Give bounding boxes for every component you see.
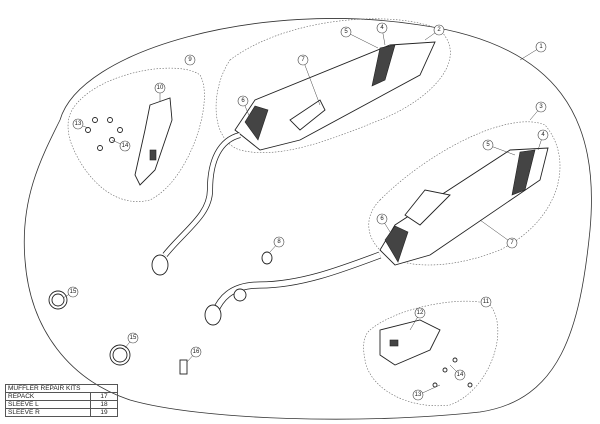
svg-text:12: 12	[417, 310, 424, 316]
callout-5: 5	[340, 26, 352, 38]
callout-13: 13	[72, 118, 84, 130]
callout-4: 4	[376, 22, 388, 34]
callout-7: 7	[297, 54, 309, 66]
right-muffler	[204, 147, 549, 326]
callout-13: 13	[412, 389, 424, 401]
svg-text:7: 7	[510, 240, 514, 246]
svg-text:15: 15	[130, 335, 137, 341]
spacer-8	[261, 251, 273, 265]
left-muffler	[151, 41, 436, 276]
heat-shield-left	[134, 97, 173, 186]
heat-shield-right	[379, 319, 441, 366]
svg-text:13: 13	[415, 392, 422, 398]
callout-15: 15	[67, 286, 79, 298]
callout-7: 7	[506, 237, 518, 249]
callout-14: 14	[119, 140, 131, 152]
svg-text:4: 4	[541, 132, 545, 138]
kit-number: 19	[90, 408, 118, 417]
svg-text:14: 14	[122, 143, 129, 149]
table-title: MUFFLER REPAIR KITS	[5, 384, 118, 393]
callout-12: 12	[414, 307, 426, 319]
callout-16: 16	[190, 346, 202, 358]
clamp-15-lower	[109, 344, 131, 366]
svg-text:9: 9	[188, 57, 192, 63]
kit-label: SLEEVE L	[5, 400, 91, 409]
callout-15: 15	[127, 332, 139, 344]
callout-6: 6	[237, 95, 249, 107]
clamp-15-upper	[48, 290, 68, 310]
table-header-row: MUFFLER REPAIR KITS	[5, 384, 118, 393]
callout-10: 10	[154, 82, 166, 94]
callout-5: 5	[482, 139, 494, 151]
svg-text:16: 16	[193, 349, 200, 355]
svg-text:3: 3	[539, 104, 543, 110]
svg-text:11: 11	[483, 299, 490, 305]
svg-text:13: 13	[75, 121, 82, 127]
callout-14: 14	[454, 369, 466, 381]
kit-number: 18	[90, 400, 118, 409]
svg-text:6: 6	[241, 98, 245, 104]
svg-text:4: 4	[380, 25, 384, 31]
callout-11: 11	[480, 296, 492, 308]
callout-6: 6	[376, 213, 388, 225]
callouts: 1 2 3 4 4 5 5 6 6 7 7 8 9 10 11 12 13 13…	[67, 22, 549, 401]
kit-label: SLEEVE R	[5, 408, 91, 417]
svg-text:5: 5	[344, 29, 348, 35]
group-heatshield-left-outline	[67, 67, 205, 202]
leader-lines	[62, 27, 544, 396]
callout-9: 9	[184, 54, 196, 66]
kit-outline	[23, 18, 592, 420]
group-right-muffler-outline	[368, 121, 561, 266]
svg-text:1: 1	[539, 44, 543, 50]
svg-text:8: 8	[277, 239, 281, 245]
callout-8: 8	[273, 236, 285, 248]
callout-4: 4	[537, 129, 549, 141]
svg-text:5: 5	[486, 142, 490, 148]
kit-label: REPACK	[5, 392, 91, 401]
svg-text:6: 6	[380, 216, 384, 222]
svg-text:15: 15	[70, 289, 77, 295]
group-heatshield-right-outline	[363, 300, 499, 407]
callout-2: 2	[433, 24, 445, 36]
sealant-16	[179, 359, 188, 375]
svg-text:2: 2	[437, 27, 441, 33]
callout-3: 3	[535, 101, 547, 113]
svg-text:10: 10	[157, 85, 164, 91]
svg-text:14: 14	[457, 372, 464, 378]
callout-1: 1	[535, 41, 547, 53]
svg-text:7: 7	[301, 57, 305, 63]
kit-number: 17	[90, 392, 118, 401]
